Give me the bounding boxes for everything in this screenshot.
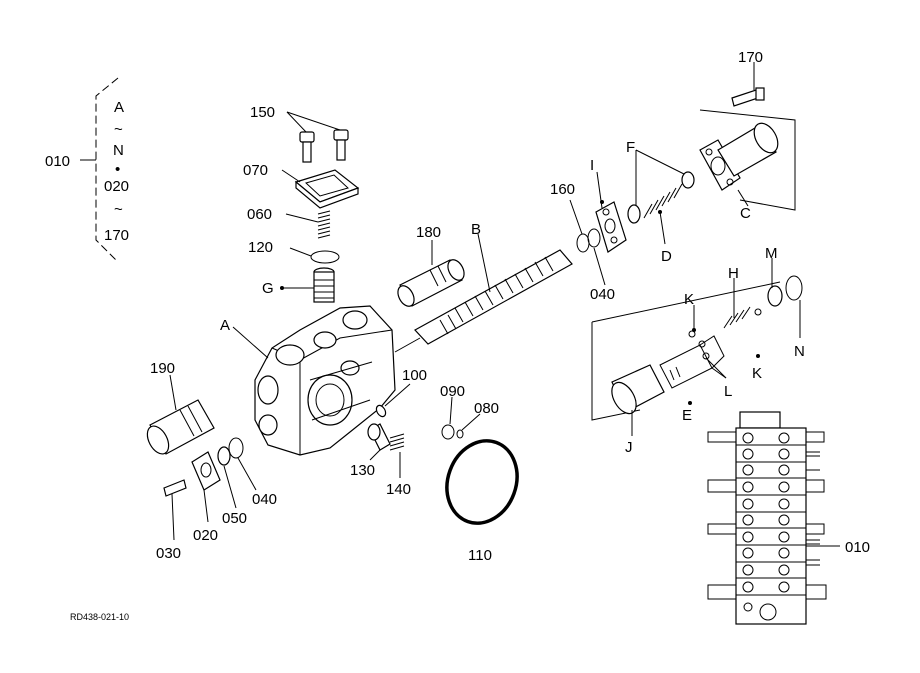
label-100: 100 [402,367,427,384]
legend-170: 170 [104,227,129,244]
legend-dot: • [115,161,120,178]
label-k-top: K [684,291,694,308]
label-d: D [661,248,672,265]
legend-letter-n: N [113,142,124,159]
label-b: B [471,221,481,238]
label-110: 110 [468,547,492,564]
bolt-170: 170 [731,49,765,107]
oring-040-bottom: 040 [228,437,277,508]
part-180: 180 [397,224,465,307]
label-150: 150 [250,104,275,121]
label-j: J [625,439,633,456]
label-h: H [728,265,739,282]
label-g: G [262,280,274,297]
label-080: 080 [474,400,499,417]
label-n: N [794,343,805,360]
part-130: 130 [350,423,391,479]
ring-110: 110 [445,439,519,564]
oring-090: 090 [440,383,465,440]
label-130: 130 [350,462,375,479]
label-060: 060 [247,206,272,223]
spool-b: B [394,221,573,353]
label-160: 160 [550,181,575,198]
legend-tilde-1: ~ [114,121,123,138]
valve-body-a: A [220,305,396,456]
legend-tilde-2: ~ [114,201,123,218]
label-140: 140 [386,481,411,498]
reference-code: RD438-021-10 [70,612,129,622]
bolt-030: 030 [156,479,187,562]
label-090: 090 [440,383,465,400]
label-c: C [740,205,751,222]
label-030: 030 [156,545,181,562]
bolts-150: 150 [250,104,349,163]
legend-letter-a: A [114,99,124,116]
oring-120: 120 [248,239,340,264]
label-e: E [682,407,692,424]
part-140: 140 [386,433,411,498]
label-020: 020 [193,527,218,544]
label-010-left: 010 [45,153,70,170]
label-180: 180 [416,224,441,241]
label-170: 170 [738,49,763,66]
cap-c: C [699,109,796,222]
cover-070: 070 [243,162,360,209]
label-k-right: K [752,365,762,382]
valve-stack-assembly: 010 [707,411,870,625]
part-160: 160 [550,181,590,253]
subassembly-right: K H M N K L E J [591,245,805,456]
oring-040-top: 040 [587,228,615,303]
part-f-washers: F [626,139,695,224]
legend-020: 020 [104,178,129,195]
legend-bracket: 010 A ~ N • 020 ~ 170 [45,77,129,263]
plug-g: G [262,267,335,303]
label-120: 120 [248,239,273,256]
part-080: 080 [456,400,499,439]
label-190: 190 [150,360,175,377]
plate-i: I [590,157,627,253]
washer-050: 050 [217,446,247,527]
label-050: 050 [222,510,247,527]
label-010-right: 010 [845,539,870,556]
label-f: F [626,139,635,156]
label-i: I [590,157,594,174]
plate-020: 020 [191,451,221,544]
label-l: L [724,383,732,400]
spring-060: 060 [247,206,331,239]
part-190: 190 [146,360,215,455]
label-070: 070 [243,162,268,179]
label-040-bottom: 040 [252,491,277,508]
part-100: 100 [375,367,427,418]
label-040-top: 040 [590,286,615,303]
label-m: M [765,245,778,262]
label-a: A [220,317,230,334]
spring-d: D [658,210,672,265]
